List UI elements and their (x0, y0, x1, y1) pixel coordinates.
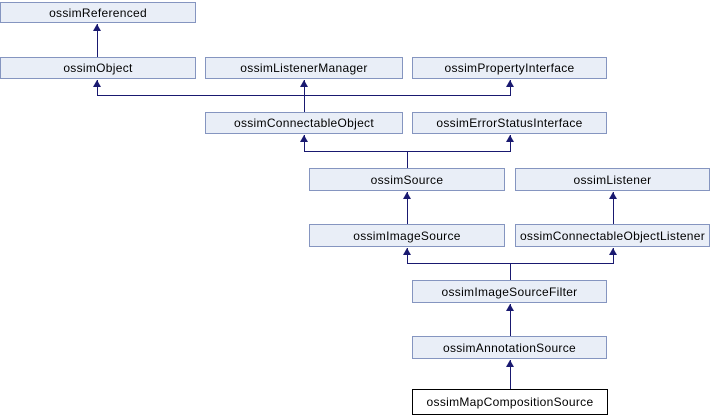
edge-arrowhead-icon (506, 135, 514, 142)
edge-arrowhead-icon (300, 135, 308, 142)
class-box-ossimObject[interactable]: ossimObject (0, 57, 196, 79)
edge-arrowhead-icon (609, 192, 617, 199)
edge-arrowhead-icon (403, 248, 411, 255)
class-box-ossimPropertyInterface[interactable]: ossimPropertyInterface (412, 57, 607, 79)
edge-line (510, 263, 511, 280)
class-box-ossimSource[interactable]: ossimSource (309, 168, 505, 191)
edge-line (407, 248, 408, 263)
class-box-ossimMapCompositionSource: ossimMapCompositionSource (412, 389, 608, 415)
edge-arrowhead-icon (506, 304, 514, 311)
class-box-ossimConnectableObject[interactable]: ossimConnectableObject (205, 112, 403, 134)
edge-arrowhead-icon (403, 192, 411, 199)
class-box-ossimImageSourceFilter[interactable]: ossimImageSourceFilter (412, 280, 607, 303)
edge-line (97, 95, 511, 96)
edge-line (304, 135, 305, 151)
class-box-ossimReferenced[interactable]: ossimReferenced (0, 2, 196, 23)
edge-line (510, 135, 511, 151)
class-box-ossimListener[interactable]: ossimListener (515, 168, 710, 191)
edge-arrowhead-icon (300, 80, 308, 87)
edge-arrowhead-icon (506, 360, 514, 367)
edge-arrowhead-icon (93, 80, 101, 87)
edge-arrowhead-icon (93, 24, 101, 31)
edge-line (97, 24, 98, 57)
edge-arrowhead-icon (506, 80, 514, 87)
class-box-ossimImageSource[interactable]: ossimImageSource (309, 224, 505, 247)
class-box-ossimErrorStatusInterface[interactable]: ossimErrorStatusInterface (412, 112, 607, 134)
edge-line (510, 304, 511, 336)
edge-line (613, 192, 614, 224)
class-box-ossimAnnotationSource[interactable]: ossimAnnotationSource (412, 336, 607, 359)
edge-arrowhead-icon (609, 248, 617, 255)
edge-line (304, 80, 305, 112)
class-box-ossimListenerManager[interactable]: ossimListenerManager (205, 57, 403, 79)
class-box-ossimConnectableObjectListener[interactable]: ossimConnectableObjectListener (515, 224, 710, 247)
edge-line (97, 80, 98, 95)
edge-line (510, 360, 511, 389)
edge-line (510, 80, 511, 95)
edge-line (407, 192, 408, 224)
edge-line (407, 151, 408, 168)
edge-line (613, 248, 614, 263)
